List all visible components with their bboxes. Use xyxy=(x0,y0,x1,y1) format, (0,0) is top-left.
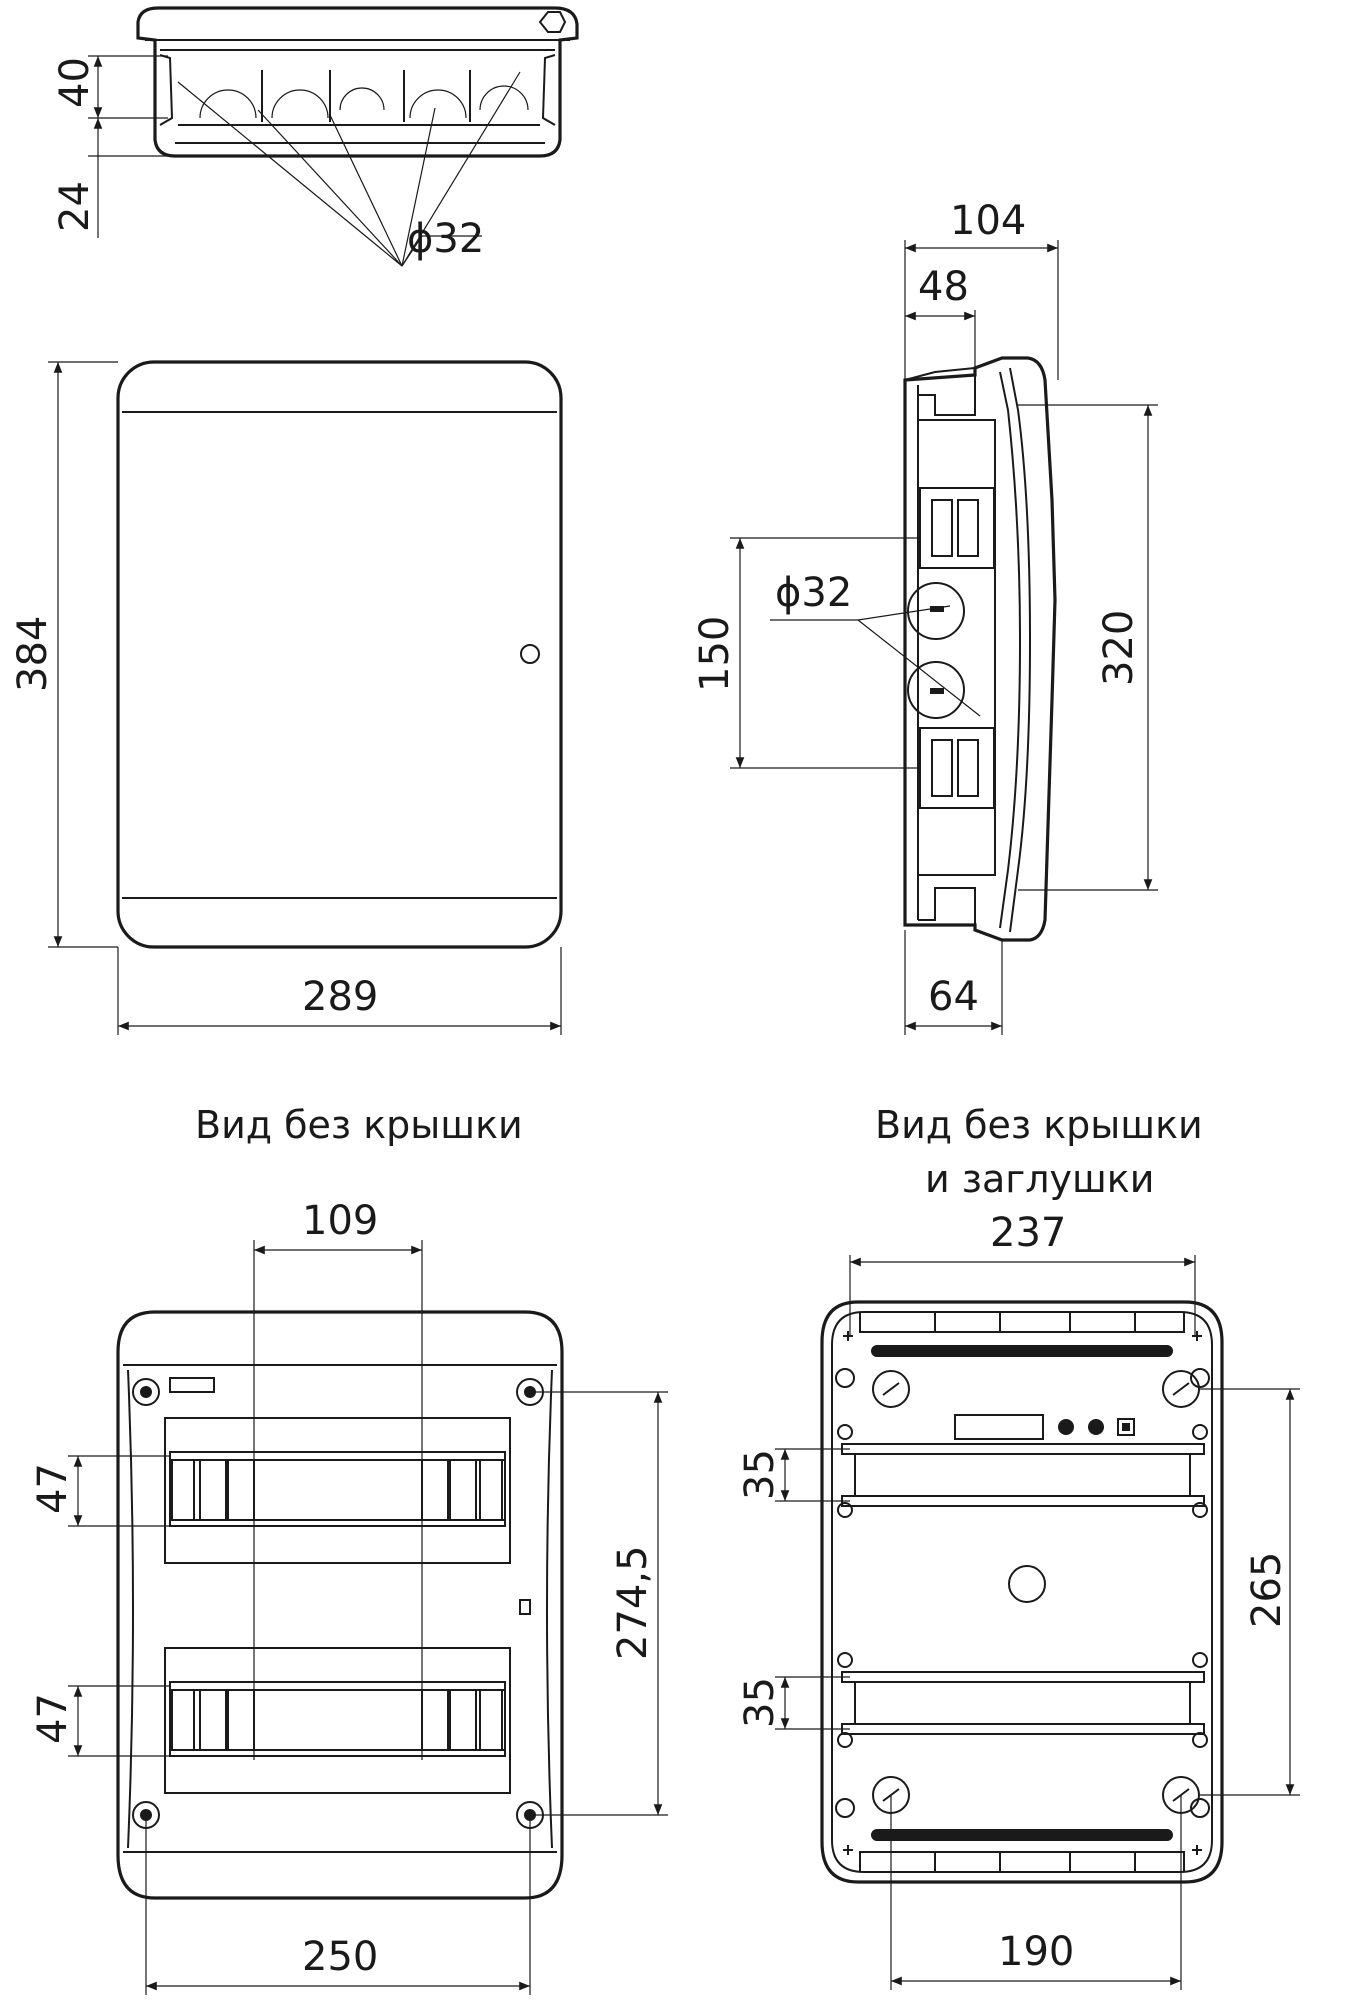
dim-265: 265 xyxy=(1244,1552,1290,1628)
dim-320: 320 xyxy=(1096,610,1142,686)
dim-190: 190 xyxy=(998,1929,1074,1975)
dim-d32-side: ϕ32 xyxy=(775,570,852,616)
back-view: 237 35 35 265 190 xyxy=(737,1210,1300,1990)
dim-104: 104 xyxy=(950,198,1026,244)
dim-47-bottom: 47 xyxy=(30,1693,76,1744)
caption-no-cover-plug-2: и заглушки xyxy=(925,1157,1154,1201)
dim-289: 289 xyxy=(302,974,378,1020)
dim-64: 64 xyxy=(928,974,979,1020)
dim-40: 40 xyxy=(52,57,98,108)
inner-view: 109 47 47 274,5 250 xyxy=(30,1198,668,1995)
dim-150: 150 xyxy=(692,616,738,692)
dim-237: 237 xyxy=(990,1210,1066,1256)
front-view: 384 289 xyxy=(10,360,563,1035)
dim-47-top: 47 xyxy=(30,1463,76,1514)
caption-no-cover: Вид без крышки xyxy=(195,1103,523,1147)
dim-250: 250 xyxy=(302,1934,378,1980)
dim-48: 48 xyxy=(918,264,969,310)
side-view: 104 48 320 150 ϕ32 64 xyxy=(692,198,1158,1035)
top-view: 40 24 ϕ32 xyxy=(52,6,579,267)
dim-35-bottom: 35 xyxy=(737,1677,783,1728)
dim-d32-top: ϕ32 xyxy=(407,216,484,262)
dim-109: 109 xyxy=(302,1198,378,1244)
dim-35-top: 35 xyxy=(737,1449,783,1500)
caption-no-cover-plug-1: Вид без крышки xyxy=(875,1103,1203,1147)
dim-24: 24 xyxy=(52,181,98,232)
dim-384: 384 xyxy=(10,616,56,692)
dim-274-5: 274,5 xyxy=(610,1545,656,1660)
